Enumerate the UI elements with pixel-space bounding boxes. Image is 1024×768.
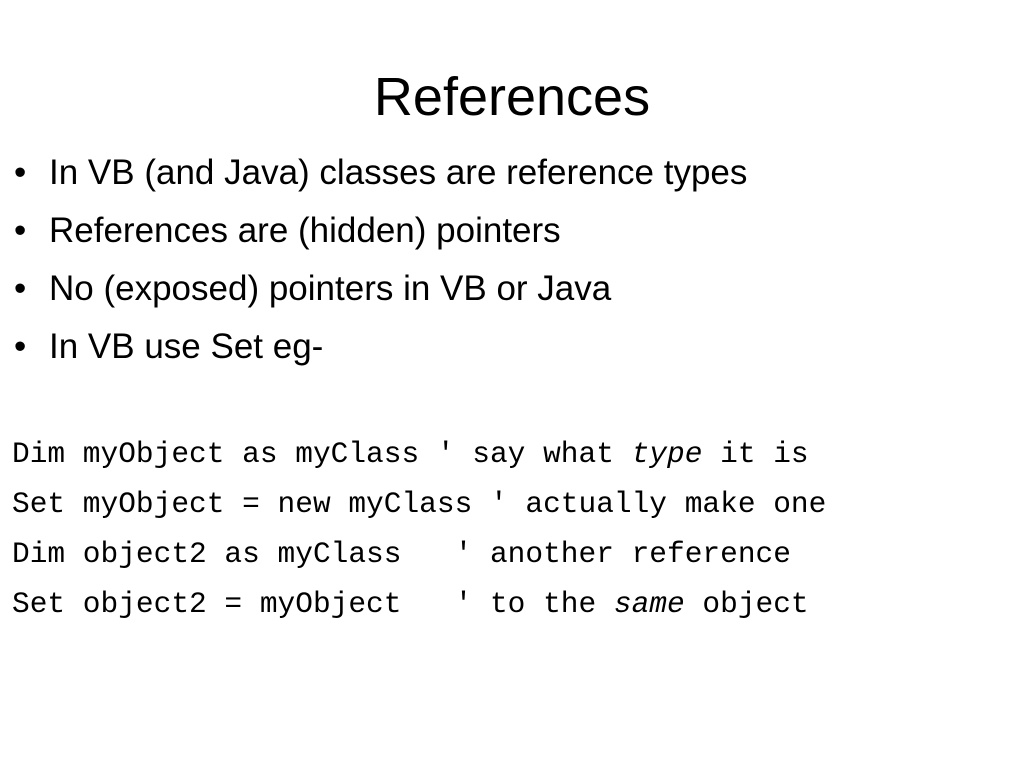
code-text: Set myObject = new myClass ' actually ma… [12, 487, 827, 521]
bullet-marker: • [14, 327, 27, 366]
code-block: Dim myObject as myClass ' say what type … [12, 432, 826, 632]
code-text: it is [702, 437, 809, 471]
bullet-marker: • [14, 211, 27, 250]
code-line: Dim myObject as myClass ' say what type … [12, 432, 826, 482]
code-line: Set object2 = myObject ' to the same obj… [12, 582, 826, 632]
bullet-text: In VB (and Java) classes are reference t… [49, 153, 748, 192]
code-text: Dim object2 as myClass ' another referen… [12, 537, 791, 571]
bullet-marker: • [14, 269, 27, 308]
code-line: Dim object2 as myClass ' another referen… [12, 532, 826, 582]
code-emphasis: same [613, 587, 685, 621]
code-text: Set object2 = myObject ' to the [12, 587, 614, 621]
code-emphasis: type [631, 437, 703, 471]
bullet-text: References are (hidden) pointers [49, 211, 561, 250]
bullet-marker: • [14, 153, 27, 192]
slide-title: References [373, 67, 651, 127]
code-text: Dim myObject as myClass ' say what [12, 437, 632, 471]
bullet-text: In VB use Set eg- [49, 327, 324, 366]
code-line: Set myObject = new myClass ' actually ma… [12, 482, 826, 532]
code-text: object [684, 587, 809, 621]
bullet-text: No (exposed) pointers in VB or Java [49, 269, 612, 308]
